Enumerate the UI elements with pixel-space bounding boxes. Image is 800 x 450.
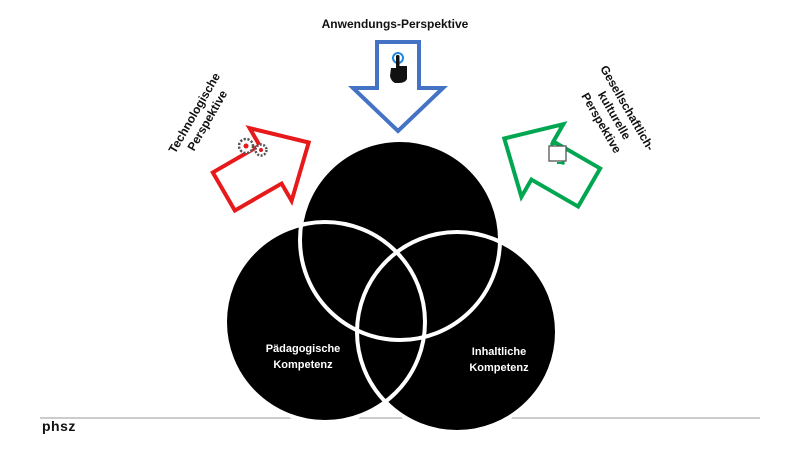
arrow-anwendungs-perspektive [348, 40, 448, 134]
gears-icon [237, 137, 268, 157]
arrow-gesellschaftlich-kulturelle-perspektive [501, 121, 603, 210]
arrow-technologische-perspektive [210, 125, 312, 214]
brand-logo-text: phsz [42, 418, 76, 434]
cycle-icon [548, 142, 567, 165]
label-paedagogische-kompetenz-line2: Kompetenz [273, 359, 333, 371]
circle-left-outline [223, 220, 427, 424]
label-anwendungs-perspektive: Anwendungs-Perspektive [322, 17, 469, 31]
label-technologische-perspektive: Technologische Perspektive [166, 70, 231, 156]
arrow-top-shape [348, 40, 448, 134]
label-paedagogische-kompetenz-line1: Pädagogische [266, 343, 341, 355]
label-gesellschaftlich-kulturelle-perspektive: Gesellschaftlich- kulturelle Perspektive [578, 63, 657, 156]
label-inhaltliche-kompetenz-line2: Kompetenz [469, 362, 529, 374]
hand-pointer-icon [390, 52, 407, 83]
label-inhaltliche-kompetenz-line1: Inhaltliche [472, 346, 526, 358]
arrow-left-shape [210, 125, 312, 214]
arrow-right-shape [501, 121, 603, 210]
circle-right-outline [355, 230, 559, 434]
